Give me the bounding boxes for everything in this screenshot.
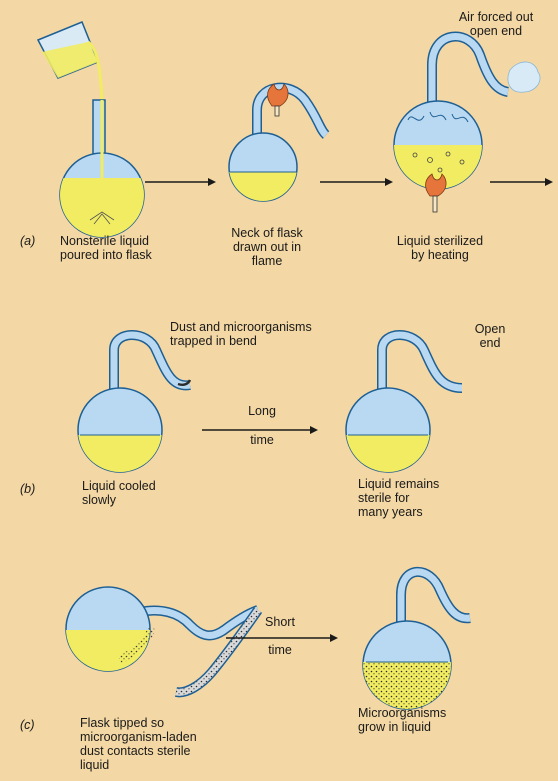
- flask-heating: [393, 31, 510, 190]
- air-forced-out-label: Air forced out open end: [458, 10, 534, 38]
- air-puff-icon: [507, 61, 541, 93]
- panel-c-step1-caption: Flask tipped so microorganism-laden dust…: [80, 716, 197, 772]
- flame-icon: [267, 83, 289, 117]
- panel-a-step3-caption: Liquid sterilized by heating: [396, 234, 484, 262]
- flask-nonsterile: [59, 99, 145, 238]
- dust-trapped-label: Dust and microorganisms trapped in bend: [170, 320, 312, 348]
- pouring-beaker: [36, 21, 104, 101]
- short-arrow-bottom-label: time: [268, 643, 292, 657]
- panel-a-step2-caption: Neck of flask drawn out in flame: [231, 226, 303, 268]
- flask-neck-drawn: [228, 82, 330, 202]
- long-arrow-top-label: Long: [248, 404, 276, 418]
- panel-c-step2-caption: Microorganisms grow in liquid: [358, 706, 447, 734]
- panel-a-part-label: (a): [20, 234, 36, 248]
- open-end-label: Open end: [474, 322, 506, 350]
- flask-cooled: [77, 330, 192, 473]
- panel-a-step1-caption: Nonsterile liquid poured into flask: [60, 234, 152, 262]
- long-arrow-bottom-label: time: [250, 433, 274, 447]
- panel-c-part-label: (c): [20, 718, 35, 732]
- flame-icon: [425, 173, 447, 213]
- flask-tipped: [65, 586, 263, 698]
- flask-sterile: [345, 330, 463, 473]
- panel-b-step2-caption: Liquid remains sterile for many years: [358, 477, 440, 519]
- panel-b-part-label: (b): [20, 482, 36, 496]
- panel-b-step1-caption: Liquid cooled slowly: [82, 479, 156, 507]
- short-arrow-top-label: Short: [265, 615, 295, 629]
- flask-contaminated: [362, 566, 471, 710]
